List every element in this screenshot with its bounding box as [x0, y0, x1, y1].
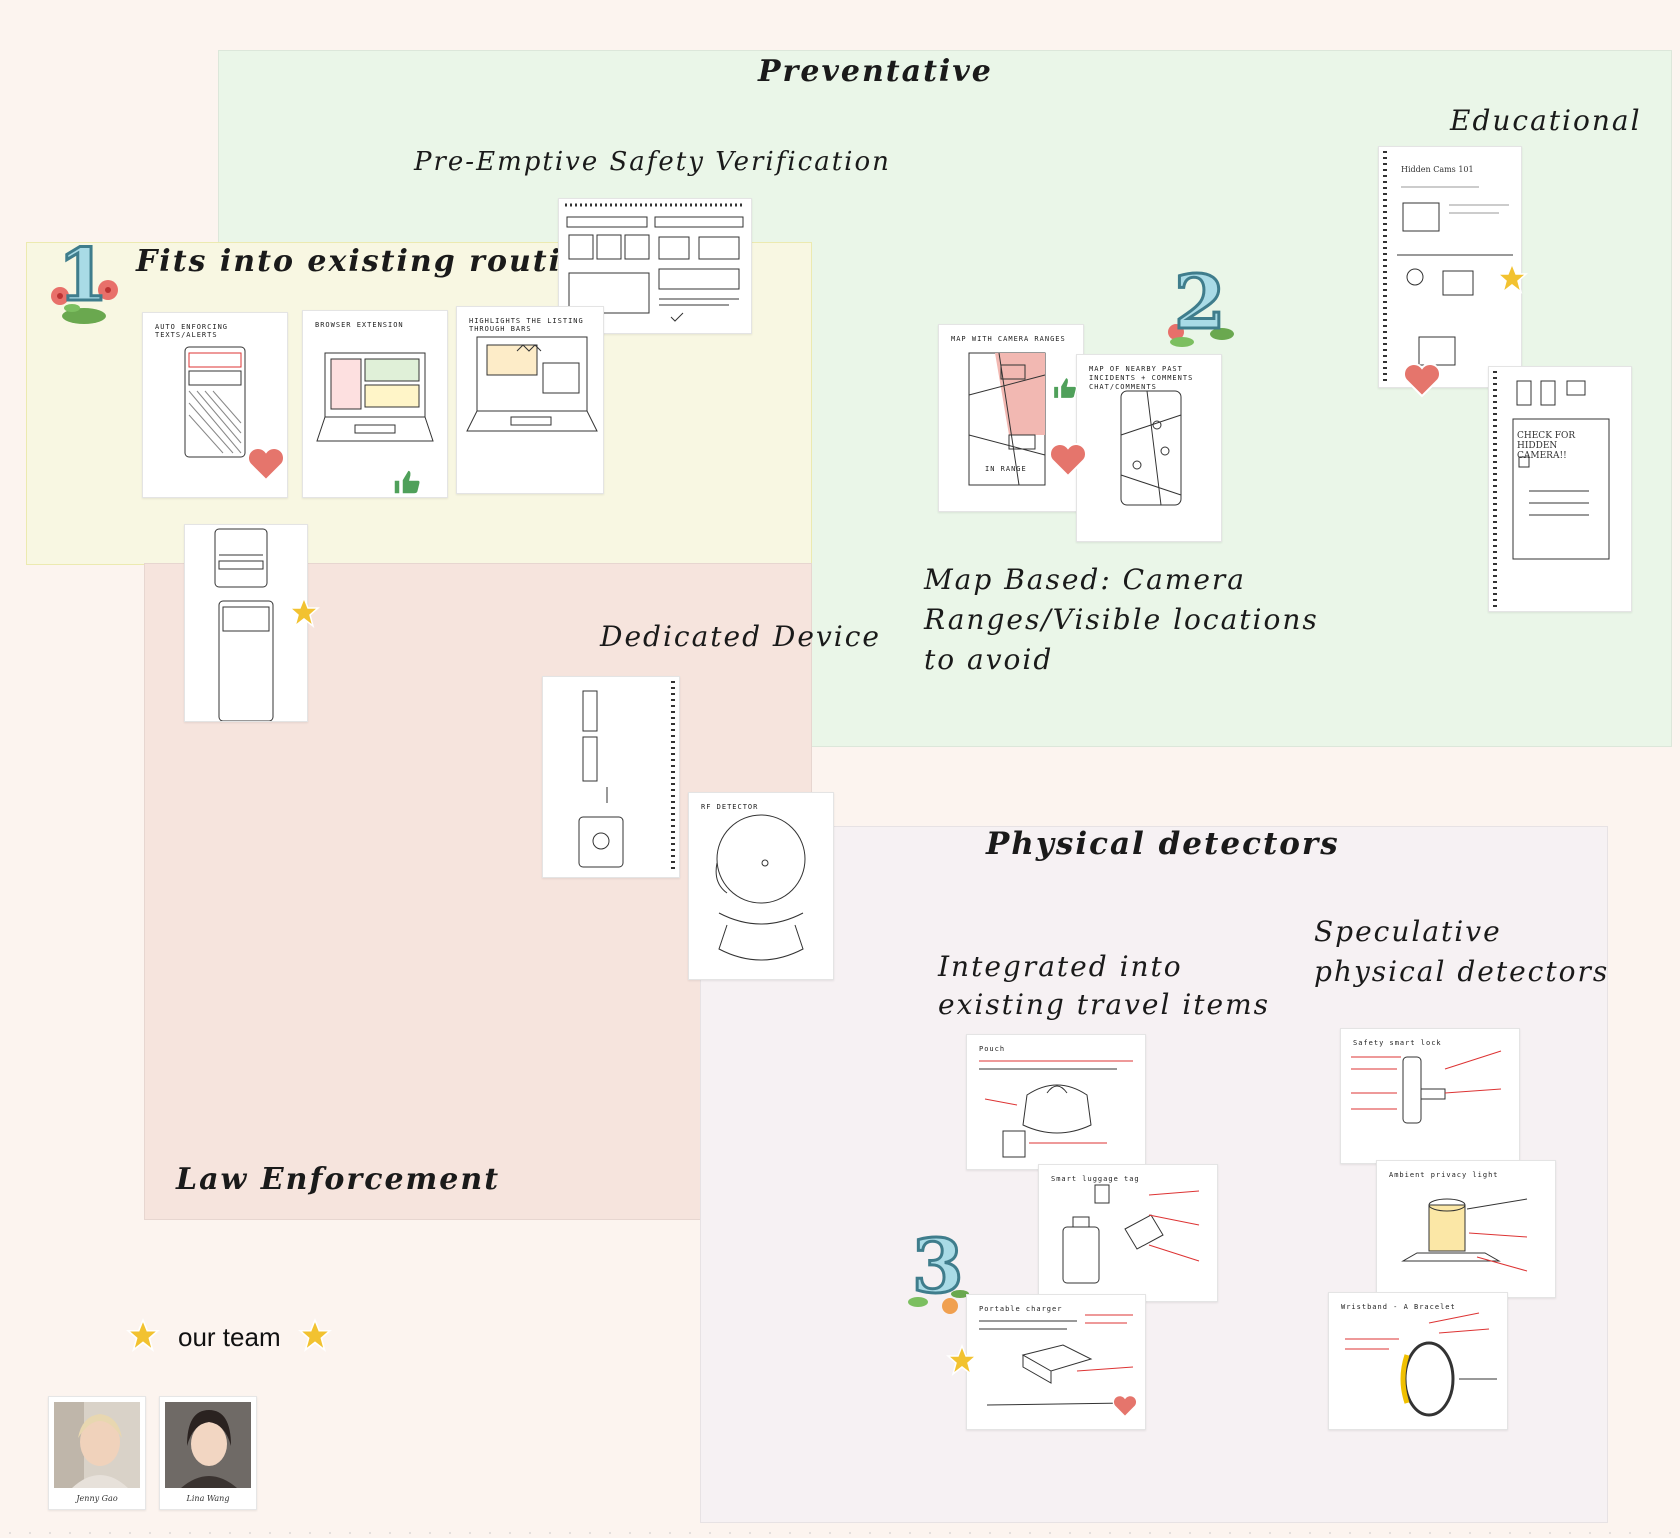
- device-sketch: [578, 681, 675, 873]
- map-sketch: [968, 352, 1046, 486]
- star-icon: [946, 1344, 978, 1376]
- map-based-line-1: Map Based: Camera: [924, 563, 1246, 596]
- card-caption: RF Detector: [701, 803, 759, 811]
- notebook-sketch: [1493, 371, 1610, 607]
- laptop-sketch: [316, 352, 434, 442]
- canvas-dot-grid: [0, 1528, 1680, 1538]
- educational-notebook-card[interactable]: Hidden Cams 101: [1378, 146, 1522, 388]
- integrated-title: Integrated into existing travel items: [938, 948, 1270, 1024]
- integrated-line-1: Integrated into: [938, 950, 1183, 983]
- alert-phone-card[interactable]: [184, 524, 308, 722]
- map-nearby-incidents-card[interactable]: Map of nearby past incidents + comments …: [1076, 354, 1222, 542]
- number-three-badge: 3: [900, 1223, 980, 1322]
- team-label: our team: [178, 1322, 281, 1352]
- pouch-card[interactable]: Pouch: [966, 1034, 1146, 1170]
- thumbs-up-icon: [1052, 376, 1078, 400]
- speculative-line-1: Speculative: [1314, 915, 1502, 948]
- browser-extension-card[interactable]: Browser extension: [302, 310, 448, 498]
- card-caption: Smart luggage tag: [1051, 1175, 1140, 1183]
- charger-sketch: [979, 1314, 1134, 1406]
- smart-lock-sketch: [1351, 1050, 1502, 1124]
- edu-title-text: Hidden Cams 101: [1401, 165, 1474, 174]
- flower-decoration-icon: [1168, 324, 1234, 347]
- card-caption: Browser extension: [315, 321, 404, 329]
- overlay-card[interactable]: Highlights the listing through bars: [456, 306, 604, 494]
- flower-decoration-icon: [908, 1290, 969, 1314]
- card-caption: Ambient privacy light: [1389, 1171, 1499, 1179]
- integrated-line-2: existing travel items: [938, 988, 1271, 1021]
- wristband-sketch: [1345, 1312, 1497, 1417]
- luggage-sketch: [1062, 1184, 1200, 1284]
- card-caption: Safety smart lock: [1353, 1039, 1442, 1047]
- speculative-line-2: physical detectors: [1314, 955, 1610, 988]
- star-icon: [126, 1318, 160, 1352]
- team-member-photo[interactable]: Jenny Gao: [48, 1396, 146, 1510]
- pre-emptive-title: Pre-Emptive Safety Verification: [414, 147, 891, 177]
- map-camera-ranges-card[interactable]: Map with camera ranges In range: [938, 324, 1084, 512]
- phone-alert-sketch: [214, 528, 274, 721]
- card-caption: Wristband - A Bracelet: [1341, 1303, 1456, 1311]
- card-caption: Map of nearby past incidents + comments …: [1089, 365, 1194, 391]
- team-member-name: Jenny Gao: [76, 1494, 118, 1503]
- ambient-light-sketch: [1401, 1198, 1528, 1272]
- card-caption: Map with camera ranges: [951, 335, 1066, 343]
- team-member-name: Lina Wang: [186, 1494, 230, 1503]
- map-based-title: Map Based: Camera Ranges/Visible locatio…: [924, 560, 1319, 680]
- notebook-sketch: [1383, 151, 1513, 383]
- routine-title: Fits into existing routine: [136, 244, 607, 279]
- number-one-badge: 1: [44, 231, 124, 328]
- pouch-sketch: [979, 1060, 1133, 1158]
- law-enforcement-title: Law Enforcement: [176, 1162, 501, 1197]
- heart-icon: [247, 447, 285, 482]
- map-in-range-label: In range: [985, 465, 1027, 473]
- device-notebook-card[interactable]: [542, 676, 680, 878]
- preventative-title: Preventative: [758, 54, 993, 89]
- number-one: 1: [56, 231, 109, 319]
- thumbs-up-icon: [393, 469, 421, 495]
- check-hidden-text: Check for hidden camera!!: [1517, 431, 1576, 461]
- star-icon: [1496, 262, 1528, 294]
- rf-detector-card[interactable]: RF Detector: [688, 792, 834, 980]
- rf-detector-sketch: [715, 814, 806, 961]
- speculative-title: Speculative physical detectors: [1314, 912, 1609, 992]
- star-icon: [288, 596, 320, 628]
- check-hidden-camera-card[interactable]: Check for hidden camera!!: [1488, 366, 1632, 612]
- card-caption: Auto enforcing texts/alerts: [155, 323, 229, 339]
- sketch-drawing: [565, 203, 745, 322]
- physical-detectors-title: Physical detectors: [986, 826, 1340, 862]
- phone-map-sketch: [1120, 390, 1182, 506]
- avatar: [165, 1402, 251, 1488]
- wristband-card[interactable]: Wristband - A Bracelet: [1328, 1292, 1508, 1430]
- map-based-line-2: Ranges/Visible locations: [924, 603, 1319, 636]
- map-based-line-3: to avoid: [924, 643, 1054, 676]
- dedicated-device-title: Dedicated Device: [600, 620, 881, 653]
- laptop-sketch: [466, 336, 598, 432]
- heart-icon: [1403, 363, 1441, 398]
- star-icon: [298, 1318, 332, 1352]
- smart-lock-card[interactable]: Safety smart lock: [1340, 1028, 1520, 1164]
- number-two-badge: 2: [1160, 259, 1240, 358]
- number-two: 2: [1173, 259, 1227, 348]
- number-three: 3: [911, 1223, 965, 1312]
- avatar: [54, 1402, 140, 1488]
- card-caption: Highlights the listing through bars: [469, 317, 584, 333]
- educational-title: Educational: [1450, 104, 1642, 137]
- flower-decoration-icon: [51, 280, 118, 324]
- phone-sketch: [184, 346, 246, 458]
- card-caption: Portable charger: [979, 1305, 1063, 1313]
- ambient-light-card[interactable]: Ambient privacy light: [1376, 1160, 1556, 1298]
- heart-icon: [1049, 443, 1087, 478]
- team-member-photo[interactable]: Lina Wang: [159, 1396, 257, 1510]
- card-caption: Pouch: [979, 1045, 1006, 1053]
- luggage-tag-card[interactable]: Smart luggage tag: [1038, 1164, 1218, 1302]
- heart-icon: [1112, 1394, 1138, 1418]
